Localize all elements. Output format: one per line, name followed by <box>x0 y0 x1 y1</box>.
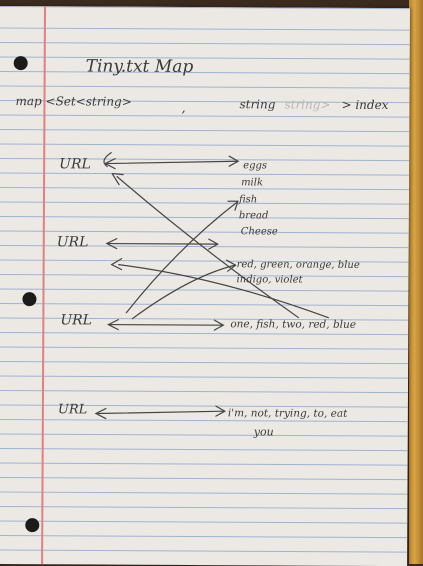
arrow-url3-onefish <box>109 323 223 326</box>
arrow-url2-colors <box>118 264 329 319</box>
mapping-arrows <box>94 151 329 420</box>
arrow-url3-colors <box>131 264 236 320</box>
arrow-url2-list <box>108 242 218 245</box>
desk-edge <box>409 0 423 564</box>
arrow-url3-fish <box>125 201 238 314</box>
notebook-page: Tiny.txt Map map <Set<string> , string s… <box>0 6 410 566</box>
arrow-url4-imnot <box>97 410 225 415</box>
arrow-url1-onefish <box>116 176 299 319</box>
arrow-url1-eggs <box>106 160 238 165</box>
